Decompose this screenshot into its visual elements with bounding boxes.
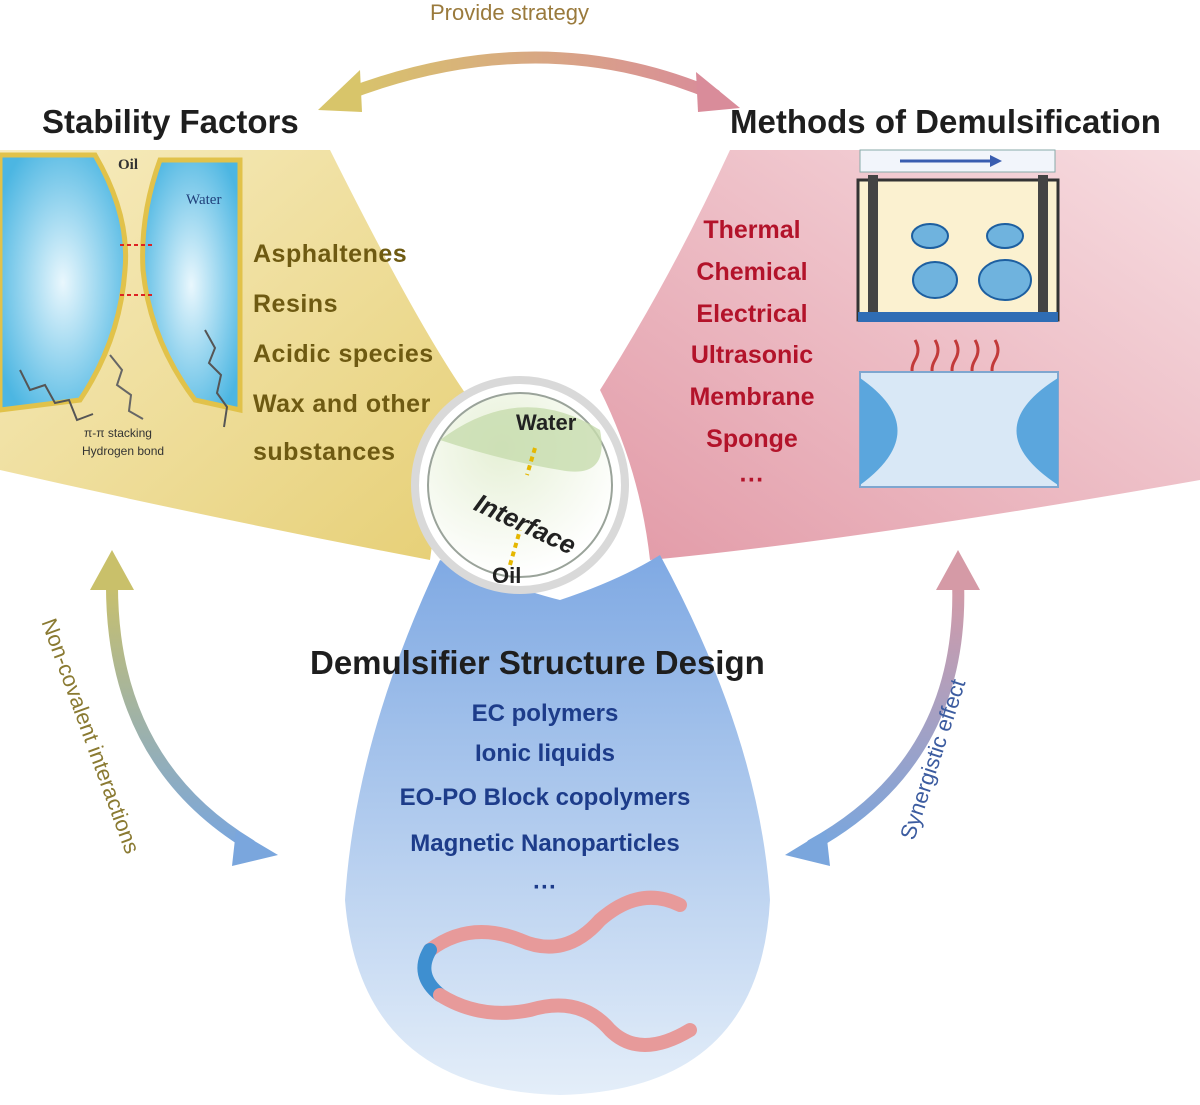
method-item-sponge: Sponge [706, 425, 798, 453]
polymer-chains-illustration [417, 890, 697, 1052]
design-item-eo-po: EO-PO Block copolymers [399, 784, 691, 811]
left-arrow-shaft [105, 574, 256, 851]
design-item-magnetic-np: Magnetic Nanoparticles [410, 830, 680, 857]
stability-item-resins: Resins [253, 290, 338, 318]
stability-item-substances: substances [253, 438, 396, 466]
center-oil-label: Oil [492, 563, 522, 588]
water-droplet-label: Water [186, 192, 222, 208]
provide-strategy-label: Provide strategy [430, 0, 589, 25]
design-title: Demulsifier Structure Design [310, 644, 765, 681]
droplet-illustration [0, 152, 243, 428]
method-item-ellipsis: ··· [739, 466, 765, 494]
method-item-chemical: Chemical [696, 258, 808, 286]
top-arrow-shaft [339, 51, 721, 101]
interface-arrow-down [525, 447, 537, 476]
right-arrow-head-top [936, 550, 980, 590]
method-item-thermal: Thermal [703, 216, 801, 244]
left-arrow-head-bottom [232, 830, 278, 866]
pi-stacking-note: π-π stacking [84, 426, 152, 440]
electrode-cell-illustration [856, 149, 1060, 488]
top-arrow-head-left [318, 70, 362, 112]
method-item-membrane: Membrane [689, 383, 815, 411]
stability-item-acidic-species: Acidic species [253, 340, 434, 368]
method-item-electrical: Electrical [696, 300, 808, 328]
stability-item-wax: Wax and other [253, 390, 431, 418]
method-item-ultrasonic: Ultrasonic [690, 341, 814, 369]
design-item-ellipsis: ··· [533, 874, 557, 901]
right-arrow-shaft [806, 574, 965, 851]
stability-title: Stability Factors [42, 103, 299, 140]
design-item-ec-polymers: EC polymers [471, 700, 619, 727]
top-arrow-head-right [696, 72, 740, 112]
design-drop [345, 555, 770, 1095]
center-water-label: Water [516, 410, 577, 435]
interface-arrow-up [508, 529, 522, 566]
right-arrow-head-bottom [785, 830, 830, 866]
design-item-ionic-liquids: Ionic liquids [474, 740, 615, 767]
left-arrow-head-top [90, 550, 134, 590]
stability-item-asphaltenes: Asphaltenes [253, 240, 408, 268]
oil-droplet-label: Oil [118, 157, 139, 173]
hydrogen-bond-note: Hydrogen bond [82, 444, 165, 458]
methods-title: Methods of Demulsification [730, 103, 1161, 140]
